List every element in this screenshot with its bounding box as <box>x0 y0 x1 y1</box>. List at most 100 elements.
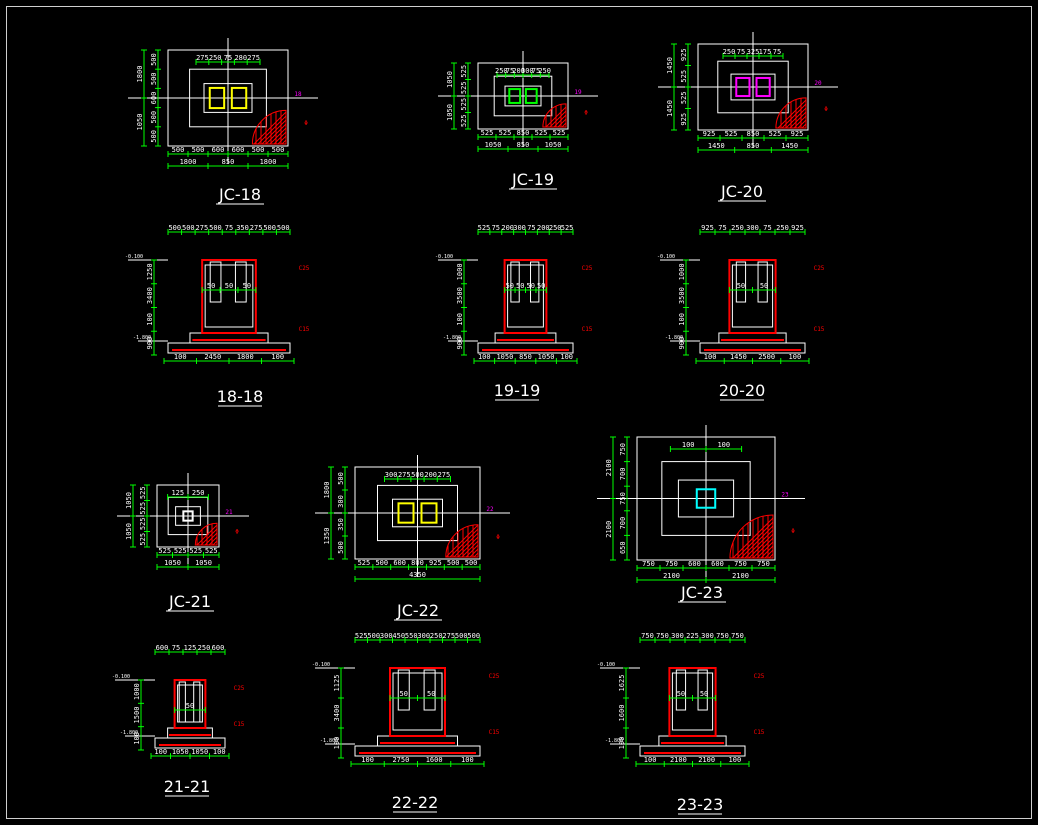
dimension-text: 750 <box>641 632 654 640</box>
pedestal-outline <box>507 264 544 328</box>
rebar-note: C15 <box>489 729 500 736</box>
rebar-hatch-line <box>756 541 774 559</box>
dimension-text: 100 <box>333 737 341 750</box>
dimension-text: 1125 <box>333 675 341 692</box>
footing-outline <box>354 466 481 560</box>
dimension-text: 4350 <box>409 571 426 579</box>
dimension-text: 250 <box>192 489 205 497</box>
dimension-text: 750 <box>734 560 747 568</box>
dimension-text: 250 <box>731 224 744 232</box>
dimension-text: 200 <box>537 224 550 232</box>
dimension-text: 1450 <box>666 100 674 117</box>
dimension-text: 1800 <box>136 66 144 83</box>
dimension-text: 500 <box>263 224 276 232</box>
dimension-text: 500 <box>465 559 478 567</box>
dimension-text: 1050 <box>496 353 513 361</box>
dimension-text: 300 <box>671 632 684 640</box>
rebar-hatch-line <box>269 127 287 145</box>
pedestal-outline <box>504 85 542 107</box>
dimension-text: 525 <box>725 130 738 138</box>
column-outline <box>209 261 222 303</box>
dimension-text: 850 <box>517 129 530 137</box>
dimension-text: 500 <box>182 224 195 232</box>
plan-title: JC-20 <box>720 182 763 201</box>
dimension-text: 1800 <box>260 158 277 166</box>
dimension-text: 525 <box>561 224 574 232</box>
dimension-text: 2100 <box>605 521 613 538</box>
dimension-text: 1450 <box>666 57 674 74</box>
column-outline <box>757 261 768 303</box>
dimension-text: 500 <box>367 632 380 640</box>
rebar-hatch-line <box>557 118 567 128</box>
pedestal-outline <box>671 672 714 731</box>
column-outline <box>208 86 226 110</box>
dimension-text: 2450 <box>204 353 221 361</box>
dimension-text: 300 <box>385 471 398 479</box>
dimension-text: 300 <box>380 632 393 640</box>
dimension-text: 525 <box>355 632 368 640</box>
dimension-text: 925 <box>680 113 688 126</box>
footing-base <box>154 737 226 749</box>
rebar-hatch <box>251 109 287 145</box>
section-title: 21-21 <box>164 777 211 796</box>
dimension-text: 275 <box>247 54 260 62</box>
dimension-text: 250 <box>538 67 551 75</box>
pedestal-outline <box>730 73 776 101</box>
dimension-text: 2500 <box>758 353 775 361</box>
dimension-text: 600 <box>212 644 225 652</box>
dimension-text: 750 <box>656 632 669 640</box>
dimension-text: 300 <box>337 495 345 508</box>
dimension-text: 50 <box>225 282 233 290</box>
rebar-note: Φ <box>584 109 588 116</box>
dimension-text: 50 <box>537 282 545 290</box>
column-outline <box>695 488 717 509</box>
elevation-text: -0.100 <box>312 662 330 668</box>
column-outline <box>397 669 410 711</box>
dimension-text: 250 <box>198 644 211 652</box>
rebar-hatch-line <box>473 552 479 558</box>
dimension-text: 550 <box>405 632 418 640</box>
footing-step <box>167 727 213 739</box>
dimension-text: 525 <box>358 559 371 567</box>
pedestal-outline <box>203 83 253 113</box>
column-outline <box>735 261 747 303</box>
rebar-note: C15 <box>582 326 593 333</box>
dimension-text: 1050 <box>125 523 133 540</box>
footing-outline <box>697 43 809 131</box>
dimension-text: 50 <box>760 282 768 290</box>
pedestal-rebar <box>728 259 777 334</box>
dimension-text: 525 <box>553 129 566 137</box>
dimension-text: 2100 <box>698 756 715 764</box>
rebar-note: C25 <box>234 685 245 692</box>
dimension-text: 500 <box>447 559 460 567</box>
dimension-text: 50 <box>400 690 408 698</box>
column-outline <box>735 76 751 98</box>
dimension-text: 350 <box>337 518 345 531</box>
rebar-hatch <box>729 514 774 559</box>
dimension-text: 500 <box>455 632 468 640</box>
dimension-text: 1800 <box>323 482 331 499</box>
dimension-text: 1600 <box>618 705 626 722</box>
rebar-note: C25 <box>582 265 593 272</box>
dimension-text: 500 <box>209 224 222 232</box>
dimension-text: 600 <box>711 560 724 568</box>
dimension-text: 300 <box>417 632 430 640</box>
